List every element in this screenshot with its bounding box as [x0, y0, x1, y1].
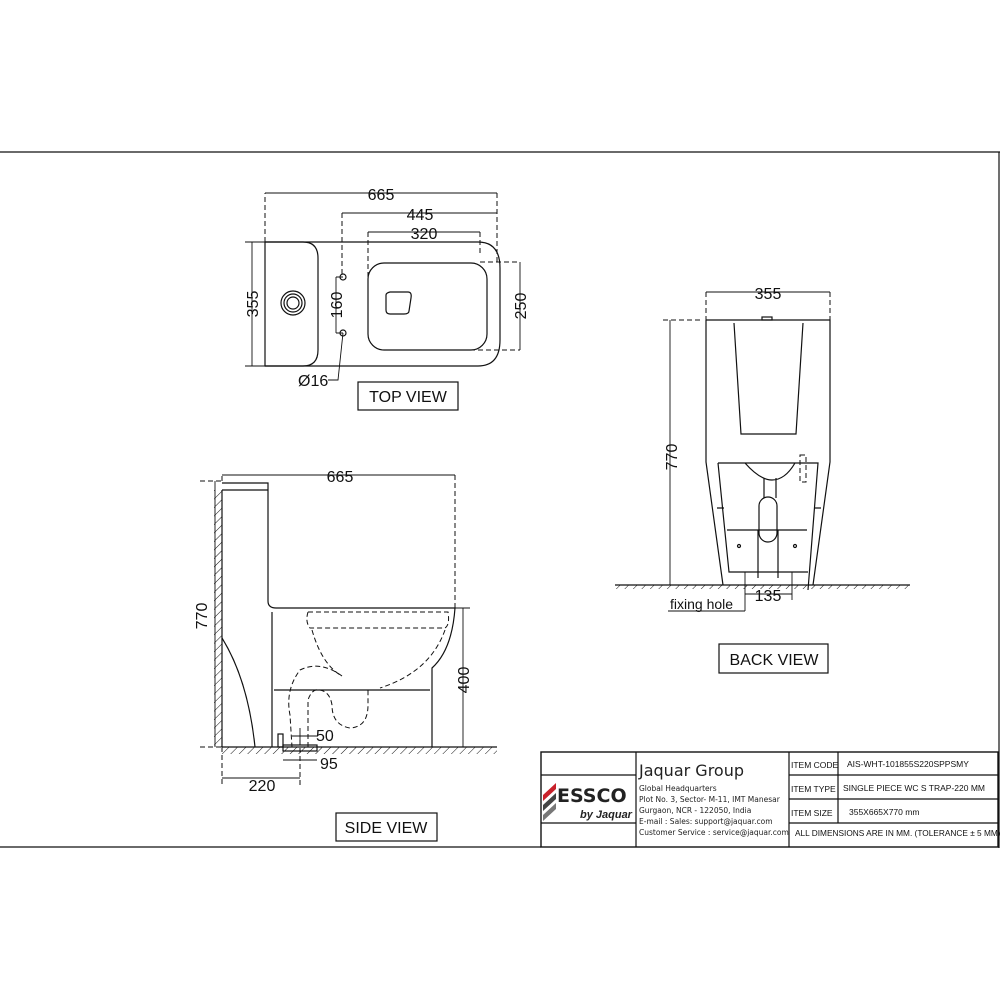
top-view-label: TOP VIEW	[369, 389, 448, 406]
dim-250: 250	[513, 293, 530, 320]
side-view: 665 770 400 50 95 220 SIDE VIEW	[194, 469, 497, 842]
dim-diameter-16: Ø16	[298, 373, 328, 390]
essco-jaquar-logo: ESSCO by Jaquar	[543, 783, 633, 821]
item-size-value: 355X665X770 mm	[849, 807, 919, 817]
title-block: ESSCO by Jaquar Jaquar Group Global Head…	[540, 751, 1000, 848]
dim-355: 355	[245, 291, 262, 318]
top-view-label-box	[357, 381, 459, 411]
dim-770: 770	[194, 603, 211, 630]
email-sales: E-mail : Sales: support@jaquar.com	[639, 817, 773, 826]
dim-220: 220	[249, 778, 276, 795]
item-type-value: SINGLE PIECE WC S TRAP-220 MM	[843, 783, 985, 793]
item-code-value: AIS-WHT-101855S220SPPSMY	[847, 759, 969, 769]
dimensions-note: ALL DIMENSIONS ARE IN MM. (TOLERANCE ± 5…	[795, 828, 1000, 838]
dim-355: 355	[755, 286, 782, 303]
email-service: Customer Service : service@jaquar.com	[639, 828, 789, 837]
back-view-label: BACK VIEW	[730, 652, 820, 669]
item-size-label: ITEM SIZE	[791, 808, 833, 818]
item-code-label: ITEM CODE	[791, 760, 839, 770]
dim-95: 95	[320, 756, 338, 773]
flush-button-icon	[280, 290, 306, 316]
dim-135: 135	[755, 588, 782, 605]
flange-bolt-icon	[277, 733, 284, 748]
dim-445: 445	[407, 207, 434, 224]
dim-160: 160	[329, 292, 346, 319]
address-line: Gurgaon, NCR - 122050, India	[639, 806, 751, 815]
side-view-label-box	[335, 812, 438, 842]
dim-50: 50	[316, 728, 334, 745]
dim-320: 320	[411, 226, 438, 243]
drawing-frame	[0, 151, 1000, 848]
back-view-label-box	[718, 643, 829, 674]
top-view: 665 445 320 355 250 160 Ø16 TOP VIEW	[245, 187, 530, 411]
side-view-label: SIDE VIEW	[345, 820, 429, 837]
dim-400: 400	[456, 667, 473, 694]
fixing-hole-label: fixing hole	[670, 596, 733, 612]
address-line: Global Headquarters	[639, 784, 717, 793]
svg-text:ESSCO: ESSCO	[557, 785, 627, 807]
svg-text:by Jaquar: by Jaquar	[580, 809, 633, 821]
dim-770: 770	[664, 444, 681, 471]
dim-665: 665	[327, 469, 354, 486]
address-line: Plot No. 3, Sector- M-11, IMT Manesar	[639, 795, 781, 804]
back-view: 355 770 135 fixing hole BACK VIEW	[615, 286, 910, 674]
dim-665: 665	[368, 187, 395, 204]
company-name: Jaquar Group	[638, 761, 744, 780]
item-type-label: ITEM TYPE	[791, 784, 836, 794]
